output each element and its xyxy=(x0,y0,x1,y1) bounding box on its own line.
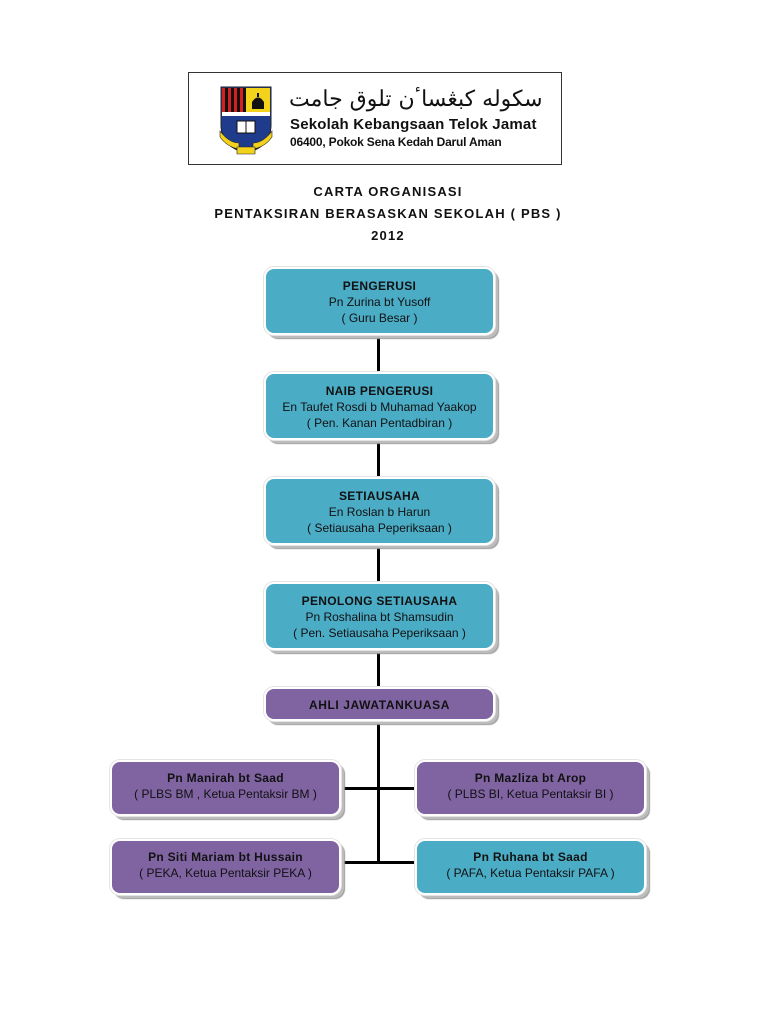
node-description: ( Setiausaha Peperiksaan ) xyxy=(307,521,452,535)
member-node: Pn Mazliza bt Arop ( PLBS BI, Ketua Pent… xyxy=(415,760,646,816)
node-role: PENOLONG SETIAUSAHA xyxy=(301,594,458,608)
connector-committee-vertical xyxy=(377,721,380,864)
node-penolong-setiausaha: PENOLONG SETIAUSAHA Pn Roshalina bt Sham… xyxy=(264,582,495,650)
node-setiausaha: SETIAUSAHA En Roslan b Harun ( Setiausah… xyxy=(264,477,495,545)
school-name: Sekolah Kebangsaan Telok Jamat xyxy=(290,116,537,133)
node-naib-pengerusi: NAIB PENGERUSI En Taufet Rosdi b Muhamad… xyxy=(264,372,495,440)
node-person: Pn Zurina bt Yusoff xyxy=(328,295,431,309)
school-address: 06400, Pokok Sena Kedah Darul Aman xyxy=(290,135,502,149)
member-description: ( PAFA, Ketua Pentaksir PAFA ) xyxy=(446,866,615,880)
member-description: ( PLBS BM , Ketua Pentaksir BM ) xyxy=(134,787,317,801)
member-node: Pn Ruhana bt Saad ( PAFA, Ketua Pentaksi… xyxy=(415,839,646,895)
member-node: Pn Siti Mariam bt Hussain ( PEKA, Ketua … xyxy=(110,839,341,895)
title-line-2: PENTAKSIRAN BERASASKAN SEKOLAH ( PBS ) xyxy=(214,206,562,221)
member-name: Pn Manirah bt Saad xyxy=(167,771,284,785)
title-line-3: 2012 xyxy=(371,228,405,243)
node-description: ( Guru Besar ) xyxy=(341,311,418,325)
node-description: ( Pen. Setiausaha Peperiksaan ) xyxy=(293,626,466,640)
node-person: Pn Roshalina bt Shamsudin xyxy=(305,610,454,624)
node-pengerusi: PENGERUSI Pn Zurina bt Yusoff ( Guru Bes… xyxy=(264,267,495,335)
member-name: Pn Siti Mariam bt Hussain xyxy=(148,850,303,864)
member-name: Pn Ruhana bt Saad xyxy=(473,850,588,864)
school-header: سکوله کبڠساٴن تلوق جامت Sekolah Kebangsa… xyxy=(188,72,562,165)
node-role: AHLI JAWATANKUASA xyxy=(308,698,451,712)
school-name-jawi: سکوله کبڠساٴن تلوق جامت xyxy=(289,87,543,112)
node-ahli-jawatankuasa: AHLI JAWATANKUASA xyxy=(264,687,495,721)
node-role: NAIB PENGERUSI xyxy=(325,384,434,398)
node-role: SETIAUSAHA xyxy=(338,489,420,503)
member-name: Pn Mazliza bt Arop xyxy=(474,771,587,785)
chart-title: CARTA ORGANISASI PENTAKSIRAN BERASASKAN … xyxy=(0,181,768,247)
school-crest-icon xyxy=(219,86,273,155)
node-person: En Roslan b Harun xyxy=(328,505,431,519)
node-person: En Taufet Rosdi b Muhamad Yaakop xyxy=(282,400,477,414)
member-node: Pn Manirah bt Saad ( PLBS BM , Ketua Pen… xyxy=(110,760,341,816)
member-description: ( PEKA, Ketua Pentaksir PEKA ) xyxy=(139,866,312,880)
title-line-1: CARTA ORGANISASI xyxy=(313,184,463,199)
node-role: PENGERUSI xyxy=(342,279,417,293)
connector-row-1 xyxy=(342,787,415,790)
member-description: ( PLBS BI, Ketua Pentaksir BI ) xyxy=(447,787,614,801)
connector-row-2 xyxy=(342,861,415,864)
node-description: ( Pen. Kanan Pentadbiran ) xyxy=(306,416,453,430)
